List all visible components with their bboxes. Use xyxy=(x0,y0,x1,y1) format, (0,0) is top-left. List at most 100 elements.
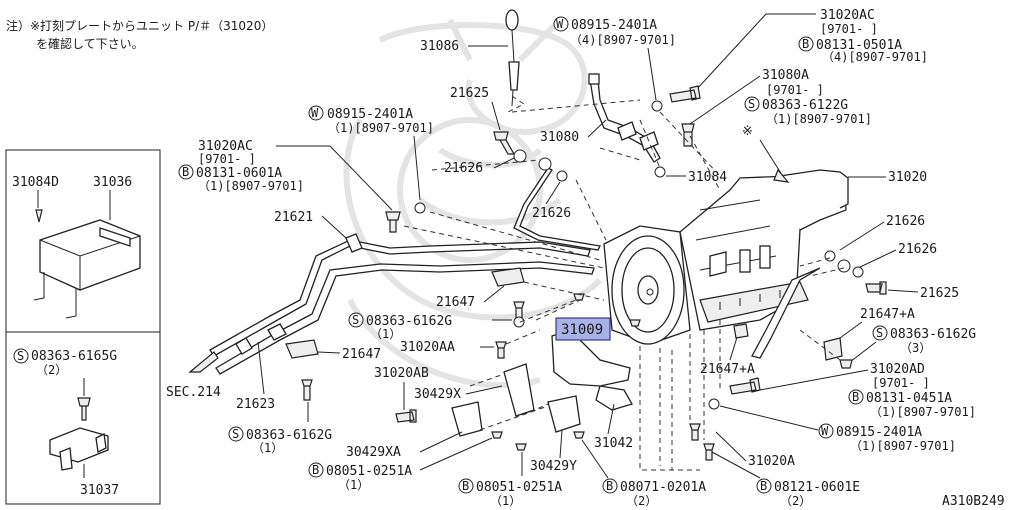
assembly-guide-lines xyxy=(403,99,845,471)
note-line-1: 注）※打刻プレートからユニット P/＃（31020） xyxy=(6,18,273,33)
ref-s-box-code: 08363-6165G xyxy=(31,349,117,364)
label-21625-r: 21625 xyxy=(920,286,959,301)
label-30429Y: 30429Y xyxy=(530,459,577,474)
note-line-2: を確認して下さい。 xyxy=(36,36,144,51)
symbol-s: S xyxy=(232,427,239,441)
arrow-icon xyxy=(188,351,219,373)
ref-s-box-qty: （2） xyxy=(36,363,67,377)
label-sec214: SEC.214 xyxy=(166,385,221,400)
symbol-b: B xyxy=(182,165,189,179)
ref-b0251-b-code: 08051-0251A xyxy=(476,480,562,495)
ref-b0251-a-code: 08051-0251A xyxy=(326,464,412,479)
ref-b0251-b-qty: （1） xyxy=(490,494,521,508)
label-31080: 31080 xyxy=(540,130,579,145)
bolt-icon xyxy=(491,431,503,439)
ref-b0601-qty: （2） xyxy=(780,494,811,508)
bolt-icon xyxy=(629,319,641,327)
ref-s80-code: 08363-6122G xyxy=(762,98,848,113)
bolt-icon xyxy=(515,443,527,451)
ref-s-bottom-qty: （1） xyxy=(252,441,283,455)
symbol-s: S xyxy=(748,97,755,111)
ref-w-left-qty: （1)[8907-9701] xyxy=(328,121,434,135)
label-21623: 21623 xyxy=(236,397,275,412)
ref-w-right-code: 08915-2401A xyxy=(836,425,922,440)
label-30429XA: 30429XA xyxy=(346,445,401,460)
transmission-assembly xyxy=(603,169,849,345)
symbol-s: S xyxy=(17,349,24,363)
clip-bracket xyxy=(285,339,319,359)
ref-b-right-qty: （1)[8907-9701] xyxy=(870,405,976,419)
ref-31080A-code: 31080A xyxy=(762,68,809,83)
bolt-icon xyxy=(839,359,853,369)
label-21647-a: 21647 xyxy=(436,295,475,310)
bolt-icon xyxy=(495,341,507,359)
bolt-icon xyxy=(385,211,401,233)
drawing-id: A310B249 xyxy=(942,494,1005,509)
ref-b-left-code: 08131-0601A xyxy=(196,166,282,181)
ref-ac-left-sub: [9701- ] xyxy=(198,152,256,166)
watermark xyxy=(343,17,603,389)
label-21647-b: 21647 xyxy=(342,347,381,362)
ref-ac-left-code: 31020AC xyxy=(198,139,253,154)
symbol-b: B xyxy=(802,37,809,51)
highlighted-part-31009[interactable]: 31009 xyxy=(555,317,611,341)
clip-bracket xyxy=(823,337,843,361)
symbol-s: S xyxy=(876,326,883,340)
symbol-b: B xyxy=(312,463,319,477)
ref-b-left-qty: （1)[8907-9701] xyxy=(198,179,304,193)
label-21625-top: 21625 xyxy=(450,86,489,101)
ref-mark-symbol: ※ xyxy=(742,124,753,139)
symbol-s: S xyxy=(352,313,359,327)
ref-w-left-code: 08915-2401A xyxy=(327,107,413,122)
bolt-icon xyxy=(301,379,313,401)
ref-ac-top-sub: [9701- ] xyxy=(820,22,878,36)
label-31086: 31086 xyxy=(420,39,459,54)
label-31084: 31084 xyxy=(688,170,727,185)
bolt-icon xyxy=(689,423,701,441)
dust-cover xyxy=(551,329,633,411)
label-21626-top: 21626 xyxy=(444,161,483,176)
label-21626-r1: 21626 xyxy=(886,214,925,229)
label-31042: 31042 xyxy=(594,436,633,451)
bolt-icon xyxy=(395,409,417,423)
symbol-b: B xyxy=(606,479,613,493)
inset-control-unit: 31084D 31036 xyxy=(5,149,161,333)
symbol-b: B xyxy=(462,479,469,493)
label-31020AA: 31020AA xyxy=(400,340,455,355)
symbol-b: B xyxy=(760,479,767,493)
ref-31080A-sub: [9701- ] xyxy=(766,83,824,97)
label-31036: 31036 xyxy=(93,175,132,190)
symbol-w: W xyxy=(821,424,829,438)
label-21647A-b: 21647+A xyxy=(700,362,755,377)
label-31009[interactable]: 31009 xyxy=(561,322,603,338)
bolt-icon xyxy=(669,85,701,103)
symbol-b: B xyxy=(852,390,859,404)
ref-w-right-qty: （1)[8907-9701] xyxy=(850,439,956,453)
ref-ac-top-code: 31020AC xyxy=(820,8,875,23)
screw-icon xyxy=(35,209,43,223)
control-unit-box xyxy=(39,219,141,291)
label-21626-mid: 21626 xyxy=(532,206,571,221)
inset-sensor: S 08363-6165G （2） 31037 xyxy=(5,331,161,505)
symbol-w: W xyxy=(556,17,564,31)
cooler-lines xyxy=(209,167,601,375)
ref-s-mid-code: 08363-6162G xyxy=(366,314,452,329)
bolt-icon xyxy=(729,377,761,395)
ref-s-bottom-code: 08363-6162G xyxy=(246,428,332,443)
clip-bracket xyxy=(491,267,525,287)
ref-ad-right-code: 31020AD xyxy=(870,362,925,377)
ref-b-top-code: 08131-0501A xyxy=(816,38,902,53)
ref-b-right-code: 08131-0451A xyxy=(866,391,952,406)
filler-tube xyxy=(588,73,666,178)
label-31084D: 31084D xyxy=(12,175,59,190)
bolt-icon xyxy=(573,431,585,439)
bolt-icon xyxy=(77,397,91,421)
ref-b0201-qty: （2） xyxy=(626,494,657,508)
clip-bracket xyxy=(733,323,749,339)
highlight-box[interactable] xyxy=(555,317,611,341)
symbol-w: W xyxy=(311,106,319,120)
label-21621: 21621 xyxy=(274,210,313,225)
label-31020: 31020 xyxy=(888,170,927,185)
ref-b0601-code: 08121-0601E xyxy=(774,480,860,495)
